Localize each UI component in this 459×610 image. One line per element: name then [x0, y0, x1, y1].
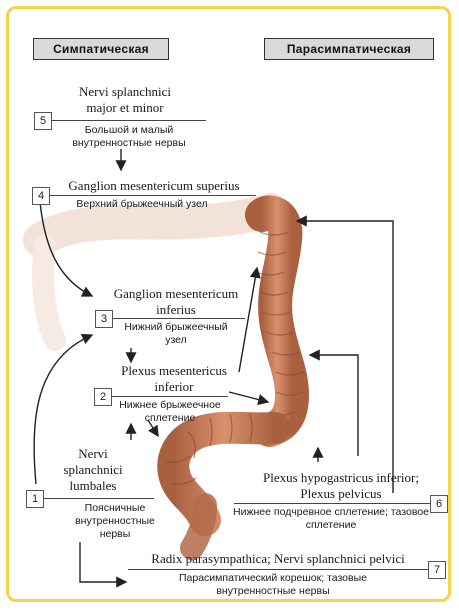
label-number-7: 7 — [428, 561, 446, 579]
sigmoid-colon — [166, 414, 275, 520]
label-1-latin: Nervi splanchnici lumbales — [50, 446, 136, 494]
label-number-6: 6 — [430, 495, 448, 513]
label-1-underline — [44, 498, 154, 499]
label-3-russian: Нижний брыжеечный узел — [113, 321, 239, 347]
label-number-4: 4 — [32, 187, 50, 205]
rectum — [192, 505, 205, 548]
label-number-5: 5 — [34, 112, 52, 130]
label-1-russian: Поясничные внутренностные нервы — [60, 502, 170, 541]
label-number-3: 3 — [95, 310, 113, 328]
arrow-2-to-colon — [239, 268, 257, 372]
label-7-latin: Radix parasympathica; Nervi splanchnici … — [128, 551, 428, 567]
label-5-underline — [52, 120, 206, 121]
label-7-russian: Парасимпатический корешок; тазовые внутр… — [148, 572, 398, 598]
label-6-latin: Plexus hypogastricus inferior; Plexus pe… — [252, 470, 430, 502]
label-7-underline — [128, 569, 428, 570]
arrow-7-to-6 — [80, 542, 126, 582]
label-4-latin: Ganglion mesentericum superius — [52, 178, 256, 194]
label-2-latin: Plexus mesentericus inferior — [112, 363, 236, 395]
label-5-russian: Большой и малый внутренностные нервы — [68, 124, 190, 150]
label-3-underline — [113, 318, 245, 319]
label-4-underline — [50, 195, 256, 196]
label-6-russian: Нижнее подчревное сплетение; тазовое спл… — [232, 506, 430, 532]
label-number-1: 1 — [26, 490, 44, 508]
label-5-latin: Nervi splanchnici major et minor — [70, 84, 180, 116]
arrow-6-to-colon-mid — [310, 355, 358, 456]
arrow-6-to-colon-top — [297, 221, 393, 493]
label-4-russian: Верхний брыжеечный узел — [52, 198, 232, 211]
label-2-russian: Нижнее брыжеечное сплетение — [112, 399, 228, 425]
label-6-underline — [234, 503, 430, 504]
label-2-underline — [112, 396, 228, 397]
label-number-2: 2 — [94, 388, 112, 406]
descending-colon — [256, 212, 304, 430]
label-3-latin: Ganglion mesentericum inferius — [113, 286, 239, 318]
